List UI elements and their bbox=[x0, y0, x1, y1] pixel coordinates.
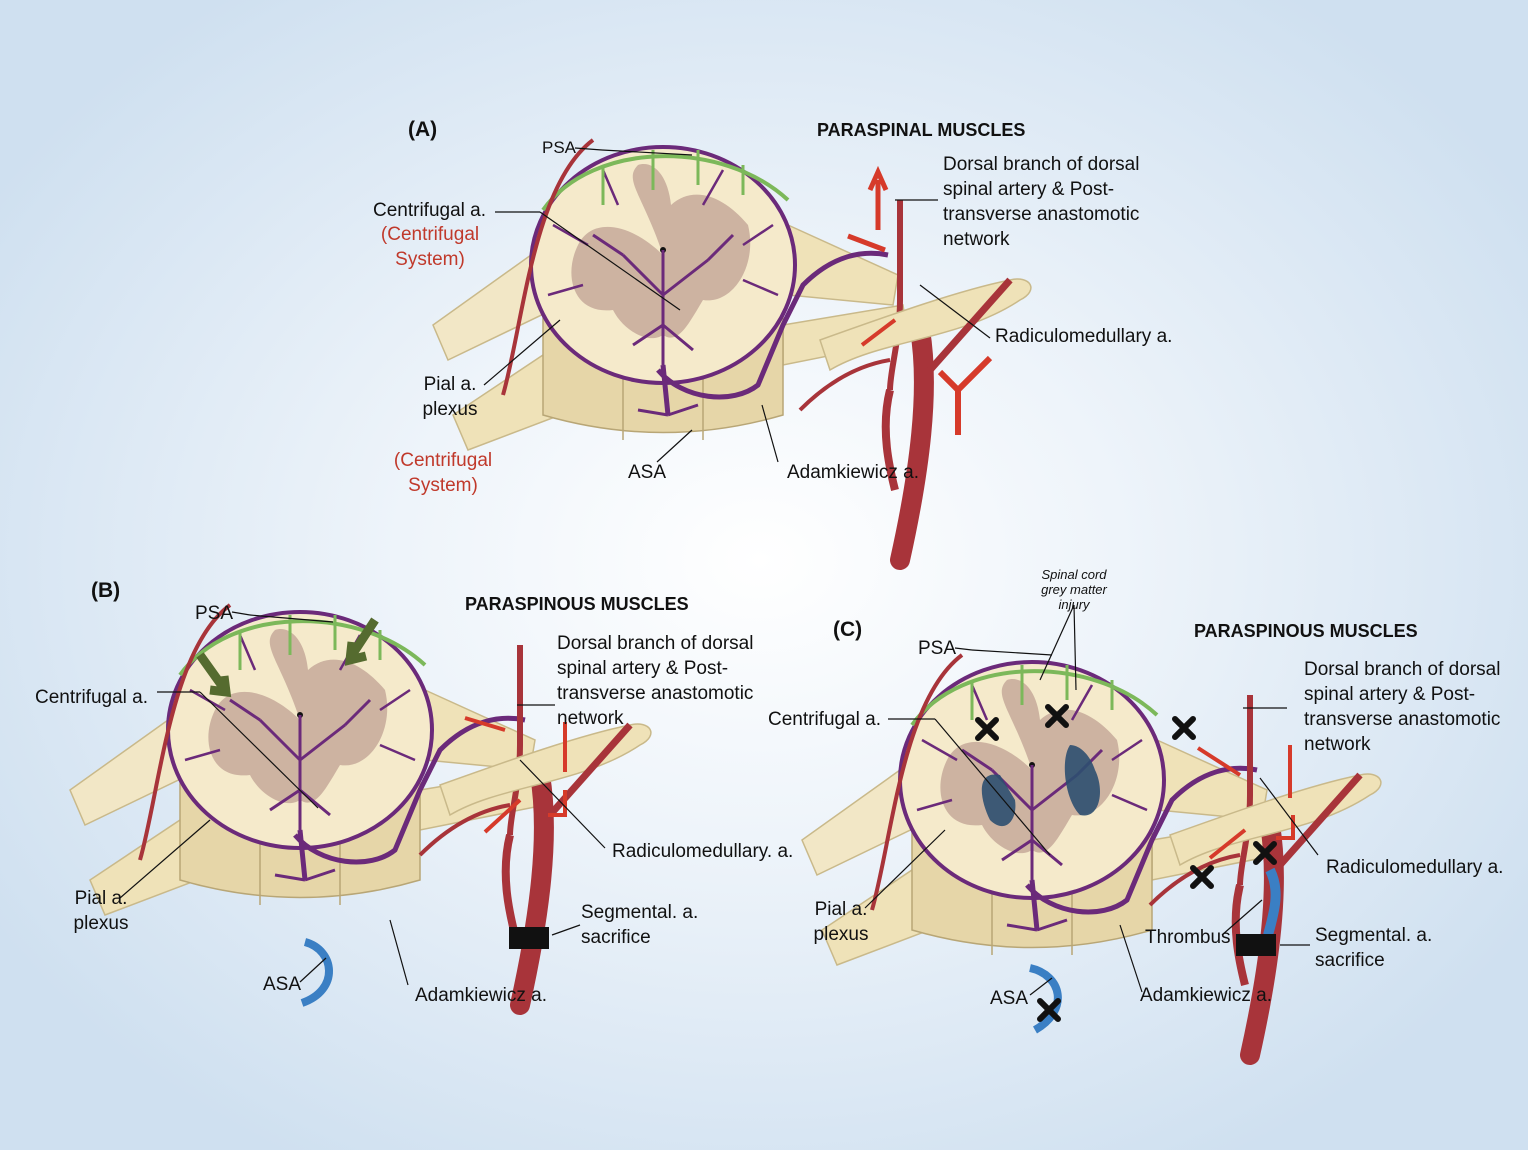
panel-b-centrifugal-label: Centrifugal a. bbox=[35, 687, 149, 708]
panel-b-illustration bbox=[70, 605, 651, 1005]
panel-b-dorsal-branch-label: Dorsal branch of dorsal spinal artery & … bbox=[557, 633, 754, 729]
panel-a-arrow-down-left bbox=[860, 318, 897, 347]
panel-a-dorsal-branch-label: Dorsal branch of dorsal spinal artery & … bbox=[943, 154, 1140, 250]
panel-b-heading: PARASPINOUS MUSCLES bbox=[465, 594, 689, 614]
panel-c-grey-matter-injury bbox=[981, 745, 1100, 827]
panel-c-heading: PARASPINOUS MUSCLES bbox=[1194, 621, 1418, 641]
panel-a-system-label-bottom: (Centrifugal System) bbox=[393, 450, 493, 496]
panel-b-radiculomedullary-label: Radiculomedullary. a. bbox=[612, 841, 794, 862]
panel-c-arrow-left bbox=[1196, 746, 1242, 777]
panel-c-thrombus-label: Thrombus bbox=[1145, 927, 1231, 948]
panel-c-arrow-down-left bbox=[1208, 828, 1247, 860]
panel-b-segmental-label: Segmental. a. sacrifice bbox=[581, 902, 699, 948]
panel-b-pial-label: Pial a. plexus bbox=[73, 888, 129, 934]
panel-c-sacrifice-block bbox=[1236, 934, 1276, 956]
panel-a-arrow-y bbox=[937, 355, 993, 435]
panel-b-arrow-down bbox=[548, 722, 567, 817]
panel-c-injury-label: Spinal cord grey matter injury bbox=[1041, 567, 1107, 612]
panel-a-centrifugal-label: Centrifugal a. bbox=[373, 200, 487, 221]
panel-b-arrow-down-left bbox=[483, 798, 522, 834]
panel-a-arrow-left bbox=[847, 233, 886, 253]
panel-a-spinal-cord bbox=[433, 140, 908, 450]
panel-c-asa-reversal-arrow bbox=[1028, 964, 1062, 1034]
panel-b-psa-arrow-right bbox=[344, 617, 379, 666]
panel-a-adamkiewicz-label: Adamkiewicz a. bbox=[787, 462, 919, 483]
panel-c-tag: (C) bbox=[833, 618, 863, 641]
panel-c-dorsal-branch-label: Dorsal branch of dorsal spinal artery & … bbox=[1304, 659, 1501, 755]
panel-c-illustration bbox=[802, 604, 1381, 1055]
panel-a-tag: (A) bbox=[408, 118, 438, 141]
panel-a-radiculomedullary-label: Radiculomedullary a. bbox=[995, 326, 1173, 347]
panel-a-illustration bbox=[433, 140, 1031, 560]
panel-b-asa-label: ASA bbox=[263, 974, 302, 995]
panel-b-asa-reversal-arrow bbox=[300, 938, 333, 1007]
panel-b-arrow-left bbox=[464, 716, 506, 732]
panel-b-sacrifice-block bbox=[509, 927, 549, 949]
panel-a-psa-label: PSA bbox=[542, 138, 577, 157]
panel-c-radiculomedullary-label: Radiculomedullary a. bbox=[1326, 857, 1504, 878]
panel-a-heading: PARASPINAL MUSCLES bbox=[817, 120, 1026, 140]
panel-b-spinal-cord bbox=[70, 605, 545, 915]
panel-b-adamkiewicz-label: Adamkiewicz a. bbox=[415, 985, 547, 1006]
panel-c-adamkiewicz-label: Adamkiewicz a. bbox=[1140, 985, 1272, 1006]
panel-c-psa-label: PSA bbox=[918, 638, 957, 659]
panel-a-arrow-up bbox=[867, 165, 889, 230]
panel-c-asa-label: ASA bbox=[990, 988, 1029, 1009]
panel-c-x-mark-muscle-top bbox=[1175, 719, 1193, 737]
panel-c-pial-label: Pial a. plexus bbox=[813, 899, 869, 945]
panel-a-pial-label: Pial a. plexus bbox=[422, 374, 478, 420]
panel-c-thrombus bbox=[1263, 867, 1281, 937]
panel-c-centrifugal-label: Centrifugal a. bbox=[768, 709, 882, 730]
panel-b-psa-label: PSA bbox=[195, 603, 234, 624]
panel-b-tag: (B) bbox=[91, 579, 121, 602]
panel-b-psa-arrow-left bbox=[196, 652, 232, 698]
panel-c-segmental-label: Segmental. a. sacrifice bbox=[1315, 925, 1433, 971]
panel-a-system-label-top: (Centrifugal System) bbox=[380, 224, 480, 270]
panel-a-asa-label: ASA bbox=[628, 462, 667, 483]
